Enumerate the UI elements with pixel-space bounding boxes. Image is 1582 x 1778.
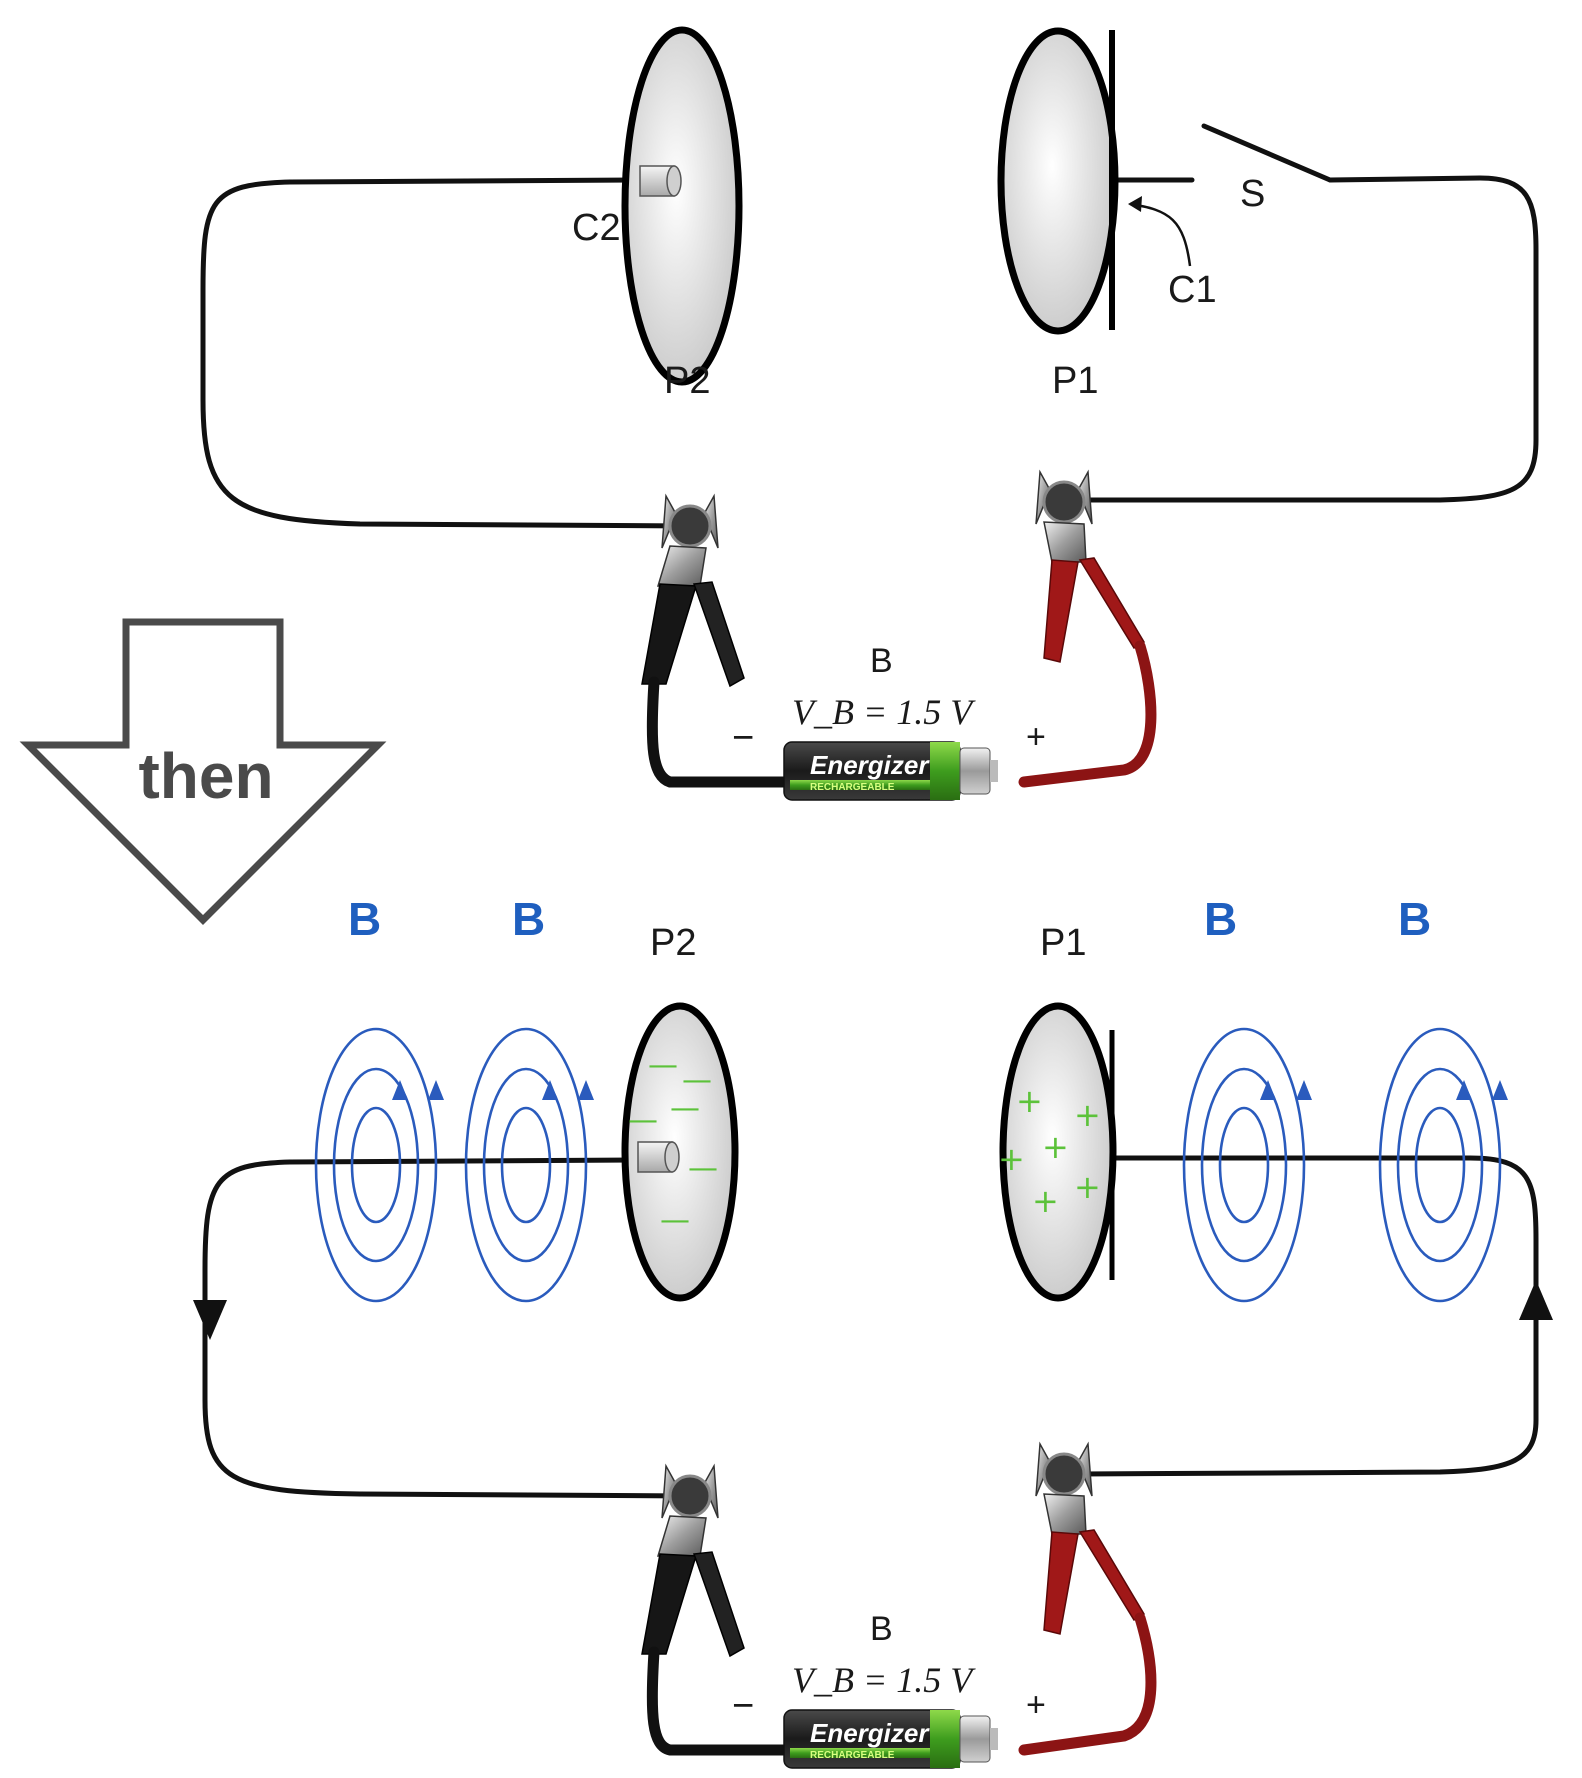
positive-charges: + + + + + + [998, 1082, 1101, 1220]
field-label-b2: B [512, 893, 545, 945]
negative-charge: — [628, 1103, 658, 1138]
then-label: then [138, 740, 273, 812]
field-arrowhead [1296, 1080, 1312, 1100]
connector-c2-label: C2 [572, 207, 621, 249]
field-arrowhead [578, 1080, 594, 1100]
red-alligator-clip [1018, 469, 1157, 788]
field-arrowhead [1492, 1080, 1508, 1100]
black-alligator-clip [641, 493, 790, 788]
battery-top-voltage: V_B = 1.5 V [792, 692, 976, 732]
top-wire-right [1077, 175, 1539, 503]
field-label-b3: B [1204, 893, 1237, 945]
field-loops-right-2 [1378, 1027, 1508, 1303]
current-arrow-left [193, 1300, 227, 1340]
field-loops-left-2 [464, 1027, 594, 1303]
field-arrowhead [392, 1080, 408, 1100]
top-circuit: C2 P2 C1 P1 S [200, 26, 1539, 801]
negative-charge: — [648, 1048, 678, 1083]
then-arrow-shape [19, 618, 387, 925]
battery-top-label: B [870, 642, 893, 680]
plate-p2-bottom-label: P2 [650, 922, 696, 964]
battery-bottom: Energizer RECHARGEABLE [783, 1709, 998, 1769]
c1-pointer-arrowhead [1128, 196, 1142, 212]
positive-charge: + [1032, 1182, 1059, 1220]
battery-top-plus: + [1026, 718, 1046, 756]
battery-bottom-voltage: V_B = 1.5 V [792, 1660, 976, 1700]
plate-p1-bottom: + + + + + + [998, 1002, 1117, 1302]
positive-charge: + [1042, 1128, 1069, 1166]
field-arrowhead [542, 1080, 558, 1100]
bottom-wire-left [202, 1157, 693, 1499]
field-label-b4: B [1398, 893, 1431, 945]
battery-top-minus: − [732, 717, 754, 759]
field-loops-left-1 [314, 1027, 444, 1303]
negative-charge: — [688, 1151, 718, 1186]
negative-charges: — — — — — — [628, 1048, 718, 1238]
battery-bottom-plus: + [1026, 1686, 1046, 1724]
connector-c1-label: C1 [1168, 269, 1217, 311]
battery-brand: Energizer [810, 1718, 930, 1748]
positive-charge: + [1074, 1096, 1101, 1134]
plate-p1-bottom-label: P1 [1040, 922, 1086, 964]
plate-p2 [621, 26, 743, 386]
negative-charge: — [682, 1063, 712, 1098]
field-label-b1: B [348, 893, 381, 945]
positive-charge: + [1074, 1168, 1101, 1206]
positive-charge: + [1016, 1082, 1043, 1120]
plate-p1 [997, 27, 1119, 335]
field-arrowhead [1456, 1080, 1472, 1100]
field-arrowhead [1260, 1080, 1276, 1100]
plate-p2-label: P2 [664, 360, 710, 402]
black-alligator-clip-bottom [641, 1463, 790, 1756]
bottom-wire-right [1077, 1155, 1539, 1477]
negative-charge: — [670, 1091, 700, 1126]
red-alligator-clip-bottom [1018, 1441, 1157, 1756]
plate-p2-bottom: — — — — — — [621, 1002, 739, 1302]
connector-c2-bottom [637, 1141, 680, 1173]
battery-type: RECHARGEABLE [810, 1750, 895, 1761]
field-loops-right-1 [1182, 1027, 1312, 1303]
battery-top: Energizer RECHARGEABLE [783, 741, 998, 801]
battery-bottom-label: B [870, 1610, 893, 1648]
c1-pointer-arrow [1129, 202, 1192, 267]
connector-c2 [639, 165, 682, 197]
switch-lever [1201, 123, 1333, 183]
battery-brand: Energizer [810, 750, 930, 780]
negative-charge: — [660, 1203, 690, 1238]
battery-bottom-minus: − [732, 1685, 754, 1727]
switch-label: S [1240, 173, 1265, 215]
current-arrow-right [1519, 1280, 1553, 1320]
plate-p1-label: P1 [1052, 360, 1098, 402]
positive-charge: + [998, 1140, 1025, 1178]
field-arrowhead [428, 1080, 444, 1100]
bottom-circuit: B B B B — — — — — — P2 + [193, 893, 1553, 1769]
battery-type: RECHARGEABLE [810, 782, 895, 793]
top-wire-left [200, 177, 693, 529]
then-arrow: then [19, 618, 387, 925]
